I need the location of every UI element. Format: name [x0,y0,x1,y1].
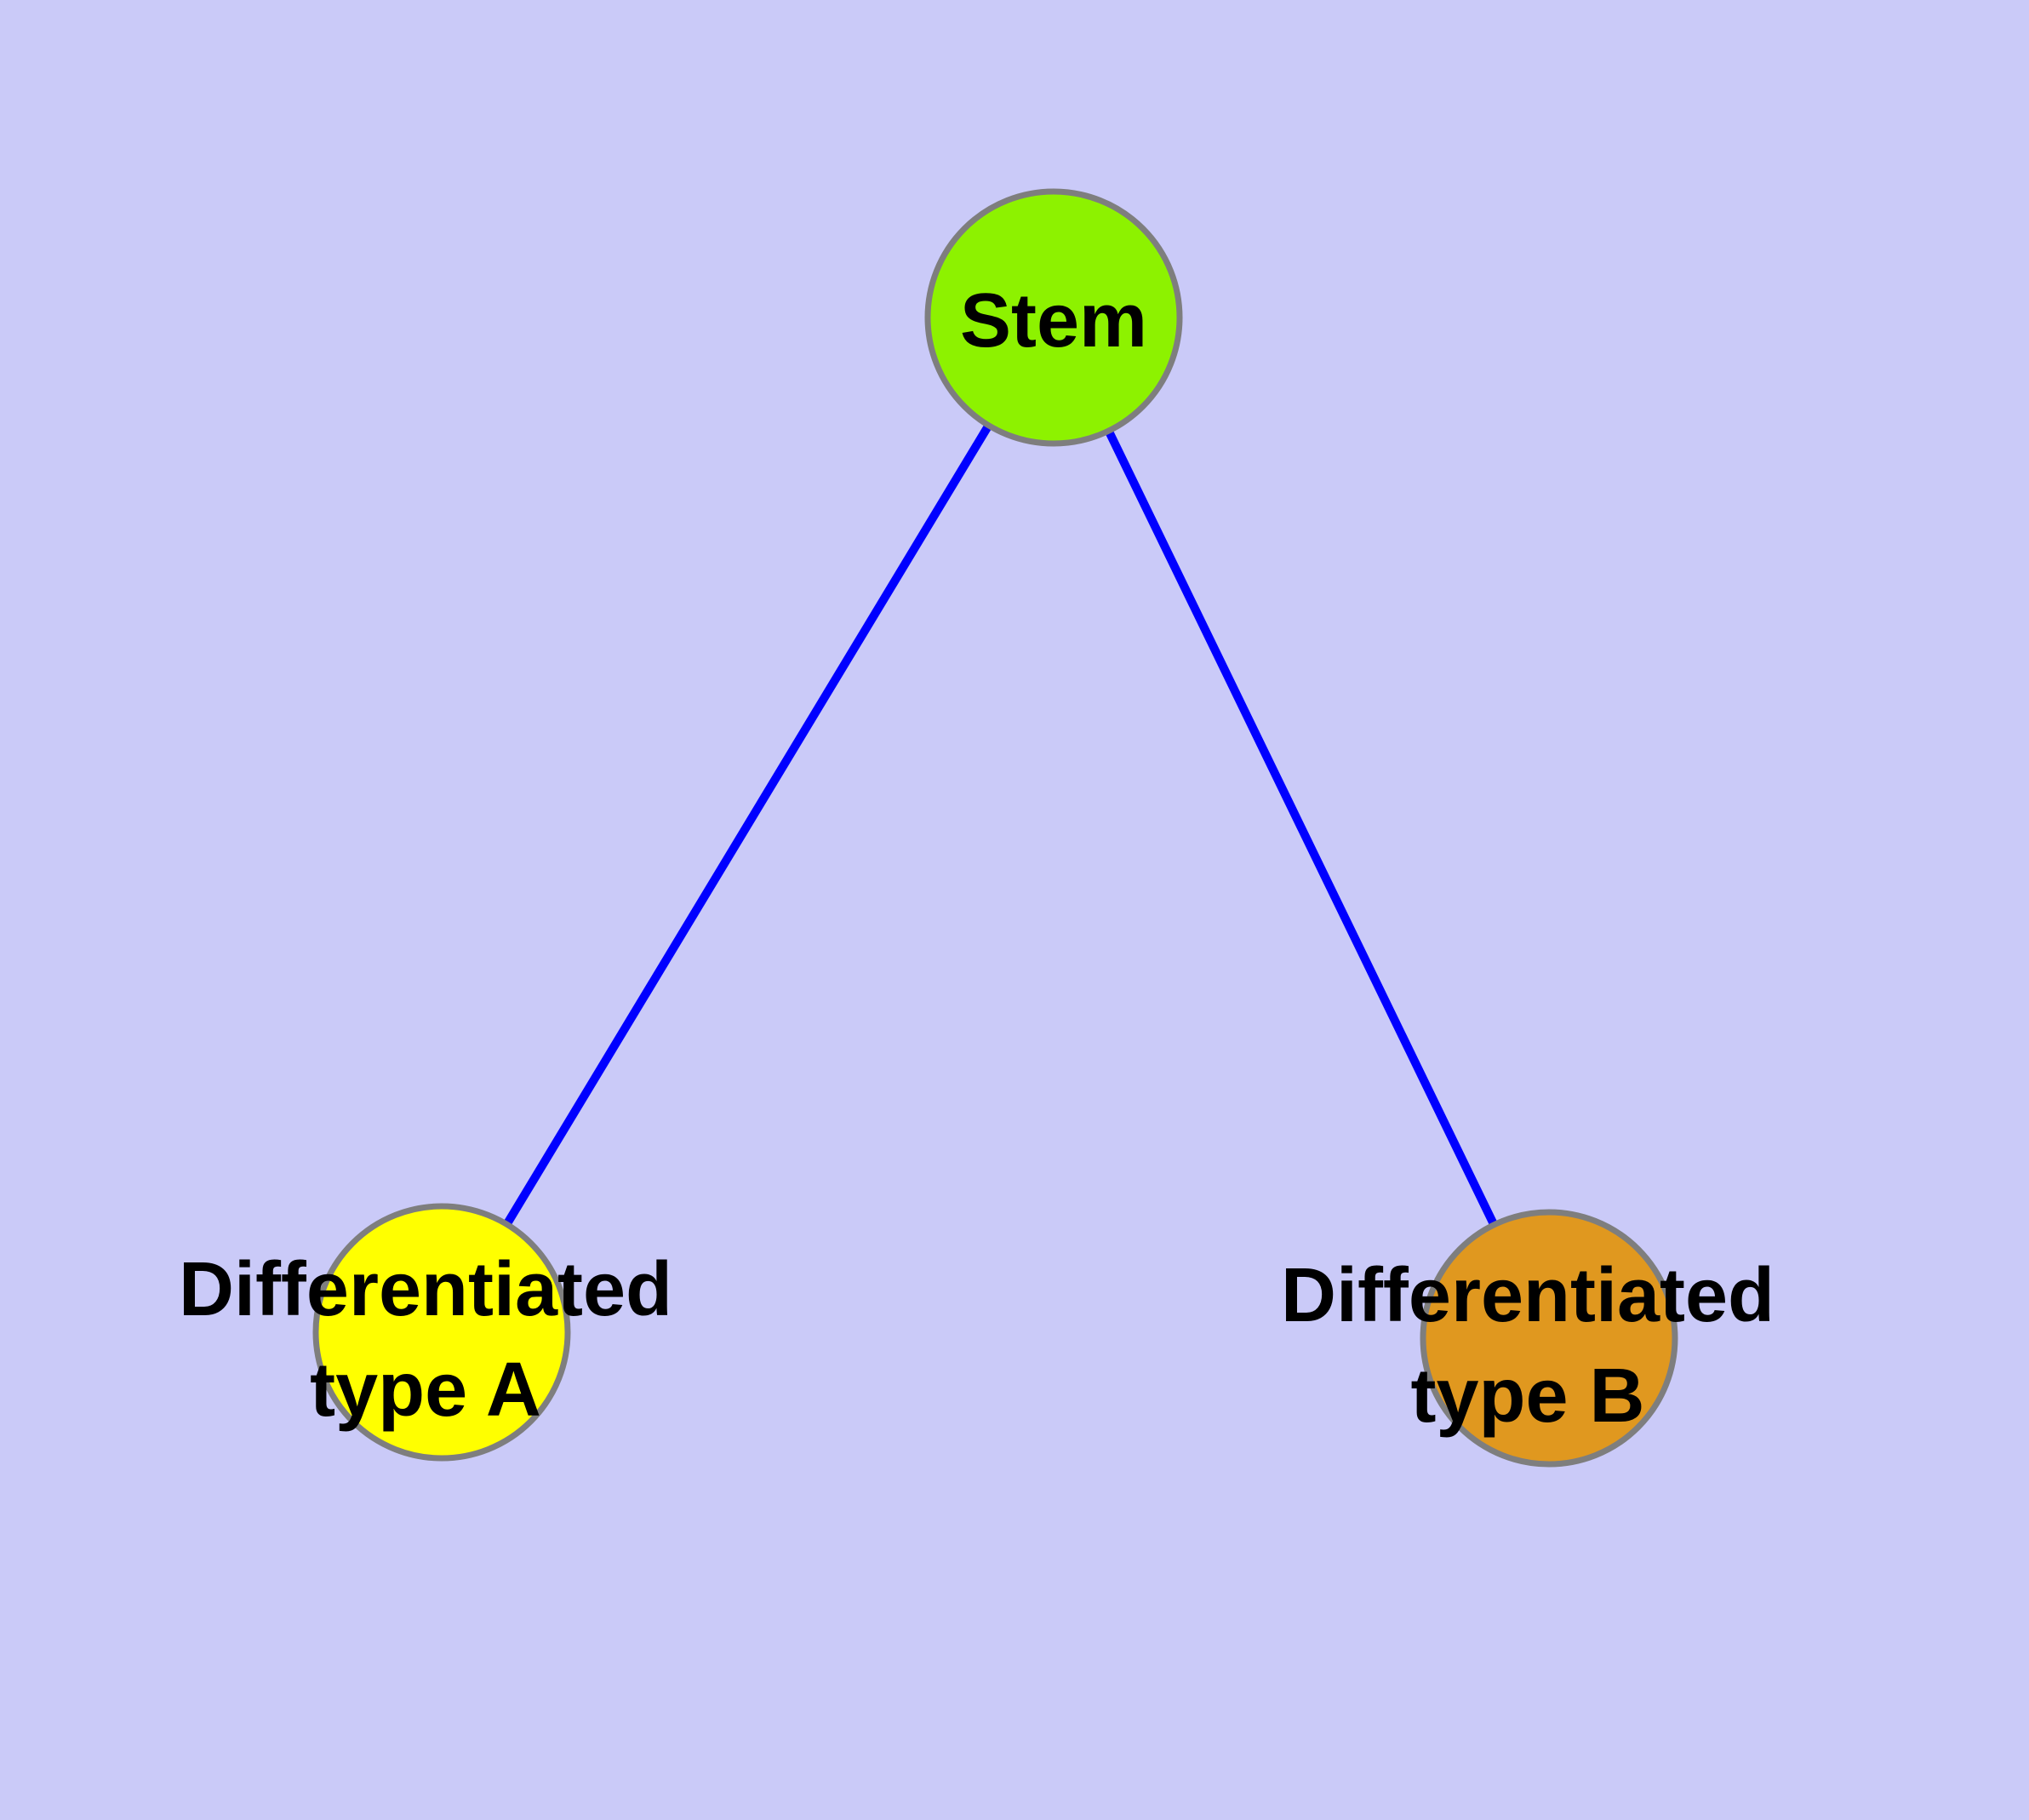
type-b-node-circle [1420,1209,1678,1468]
type-a-node-label-line2: type A [310,1348,541,1433]
type-b-node-label-line2: type B [1410,1354,1644,1439]
type-b-node-label-line1: Differentiated [1281,1253,1775,1338]
stem-node-label: Stem [960,278,1147,363]
type-a-node-label-line1: Differentiated [179,1247,672,1332]
edge-stem-to-type-a [437,315,1058,1335]
edge-stem-to-type-b [1049,315,1553,1341]
stem-node-circle [924,188,1183,447]
type-a-node-circle [312,1203,571,1462]
